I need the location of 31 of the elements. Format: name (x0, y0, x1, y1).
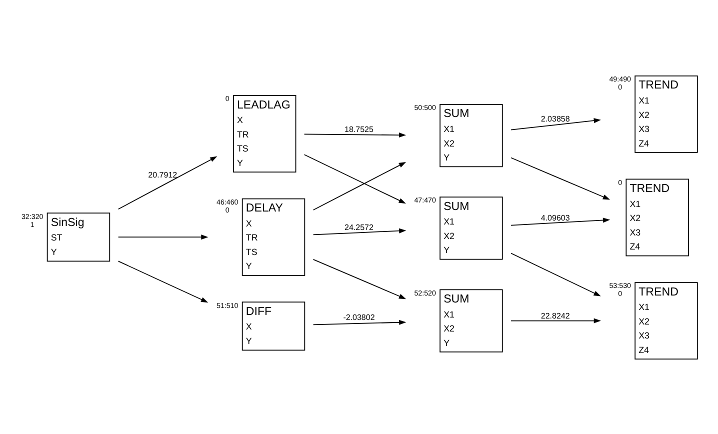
node-box: SUM X1 X2 Y (440, 103, 503, 167)
arrow (312, 161, 406, 210)
edge-label: 2.03858 (540, 114, 570, 123)
edge-label: 18.7525 (344, 124, 374, 134)
node-box: SinSig ST Y (46, 212, 110, 262)
edge-label: -2.03802 (343, 312, 375, 322)
arrow (312, 228, 406, 235)
arrow (304, 154, 406, 204)
node-box: SUM X1 X2 Y (440, 196, 503, 260)
edge-label: 4.09603 (540, 212, 570, 222)
arrow (510, 217, 610, 226)
arrow (304, 132, 406, 138)
edge-label: 22.8242 (540, 310, 570, 320)
node-box: DELAY X TR TS Y (242, 198, 306, 276)
node-box: SUM X1 X2 Y (440, 288, 503, 352)
arrow (312, 258, 406, 299)
arrow (510, 252, 601, 296)
node-box: DIFF X Y (242, 301, 306, 350)
arrow (510, 118, 601, 130)
node-box: TREND X1 X2 X3 Z4 (634, 74, 698, 152)
arrow (312, 319, 406, 325)
node-box: LEADLAG X TR TS Y (233, 94, 296, 172)
node-box: TREND X1 X2 X3 Z4 (626, 178, 689, 256)
node-box: TREND X1 X2 X3 Z4 (634, 282, 698, 360)
edge-label: 24.2572 (344, 222, 374, 232)
arrow (118, 234, 208, 240)
arrow (118, 260, 208, 302)
edge-label: 20.7912 (148, 170, 178, 180)
arrow (510, 156, 610, 200)
arrow (510, 318, 601, 323)
arrow (118, 156, 218, 210)
